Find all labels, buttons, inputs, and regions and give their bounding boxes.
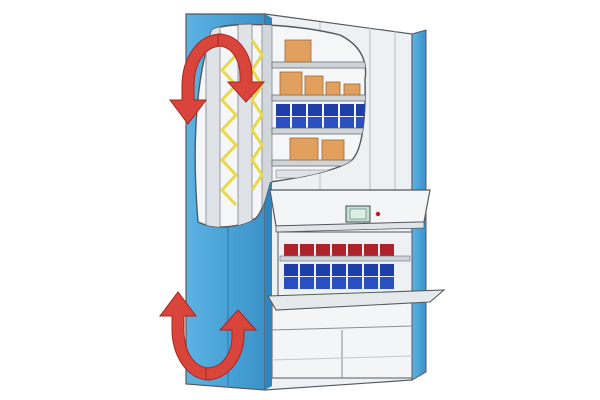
curved-arrow-top-right-icon [217,33,266,103]
rotation-arrows [159,33,266,381]
blue-bins-lower [284,264,394,289]
curved-arrow-top-left-icon [169,33,223,125]
pullout-tray [267,289,446,311]
blue-bins-upper [276,104,366,128]
control-button-icon [375,211,381,217]
access-window [267,189,446,311]
red-bins [284,244,394,256]
curved-arrow-bottom-left-icon [159,291,211,381]
curved-arrow-bottom-right-icon [205,309,258,381]
